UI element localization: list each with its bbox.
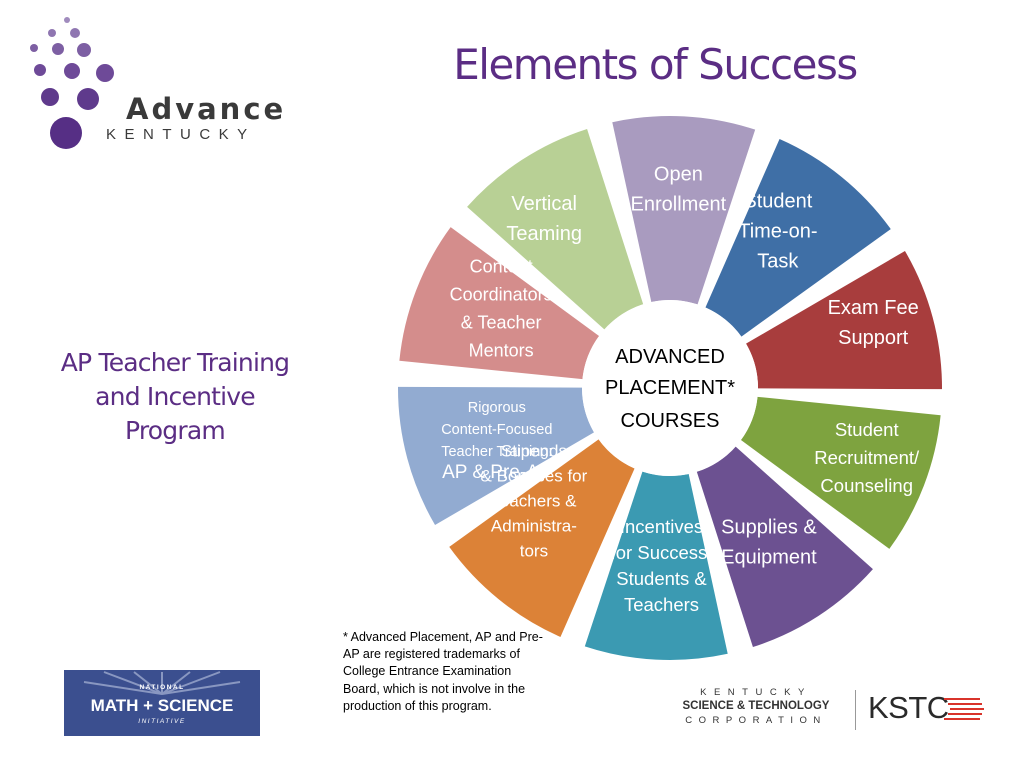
segment-label-student-time-on-task: Time-on- bbox=[738, 221, 817, 243]
segment-label-rigorous-teacher-training: Content-Focused bbox=[441, 422, 552, 438]
segment-vertical-teaming bbox=[467, 128, 644, 330]
segment-label-stipends-bonuses: Administra- bbox=[491, 517, 577, 536]
subtitle-line: and Incentive bbox=[95, 382, 256, 411]
kstc-divider bbox=[855, 690, 856, 730]
segment-label-stipends-bonuses: & Bonuses for bbox=[481, 467, 588, 486]
segment-label-vertical-teaming: Teaming bbox=[506, 223, 582, 245]
nmsi-initiative-text: INITIATIVE bbox=[138, 718, 186, 725]
segment-label-incentives-for-success: Students & bbox=[616, 568, 707, 589]
segment-label-content-coordinators: Content bbox=[470, 256, 533, 276]
segment-supplies-equipment bbox=[696, 446, 873, 648]
segment-content-coordinators bbox=[399, 227, 600, 380]
nmsi-main-text: MATH + SCIENCE bbox=[90, 696, 234, 715]
nmsi-national-text: NATIONAL bbox=[139, 684, 185, 691]
segment-label-student-time-on-task: Student bbox=[743, 191, 812, 213]
segment-label-stipends-bonuses: Teachers & bbox=[491, 492, 577, 511]
segment-label-incentives-for-success: Incentives bbox=[620, 516, 703, 537]
dot-pattern-icon bbox=[30, 17, 114, 149]
center-label-line: PLACEMENT* bbox=[605, 377, 735, 399]
segment-label-rigorous-teacher-training: AP & Pre-AP bbox=[442, 462, 551, 483]
segment-label-student-recruitment-counseling: Counseling bbox=[820, 475, 913, 496]
page-title: Elements of Success bbox=[453, 40, 858, 89]
segment-label-student-time-on-task: Task bbox=[757, 251, 799, 273]
segment-student-time-on-task bbox=[705, 139, 891, 337]
program-subtitle: AP Teacher Training and Incentive Progra… bbox=[30, 346, 320, 448]
segment-label-supplies-equipment: Equipment bbox=[721, 547, 817, 569]
sunburst-icon bbox=[83, 671, 241, 695]
center-label: ADVANCED PLACEMENT* COURSES bbox=[605, 346, 735, 432]
segment-label-supplies-equipment: Supplies & bbox=[721, 517, 817, 539]
kstc-abbreviation: KSTC bbox=[868, 690, 949, 725]
segment-label-open-enrollment: Enrollment bbox=[631, 193, 727, 215]
segment-rigorous-teacher-training bbox=[398, 386, 594, 526]
segment-label-content-coordinators: Mentors bbox=[469, 340, 534, 360]
advance-kentucky-logo: Advance KENTUCKY bbox=[0, 0, 283, 160]
segment-label-open-enrollment: Open bbox=[654, 163, 703, 185]
segment-label-vertical-teaming: Vertical bbox=[511, 193, 577, 215]
advance-wordmark: Advance bbox=[126, 92, 287, 126]
kstc-corporation-text: CORPORATION bbox=[685, 715, 827, 726]
segment-stipends-bonuses bbox=[449, 439, 635, 637]
segment-label-rigorous-teacher-training: Teacher Training: bbox=[441, 444, 552, 460]
segment-label-exam-fee-support: Support bbox=[838, 327, 908, 349]
segment-label-incentives-for-success: for Success: bbox=[611, 542, 713, 563]
center-label-line: COURSES bbox=[621, 410, 720, 432]
kstc-main-text: SCIENCE & TECHNOLOGY bbox=[682, 700, 830, 712]
segment-incentives-for-success bbox=[584, 471, 728, 660]
subtitle-line: AP Teacher Training bbox=[60, 348, 290, 377]
subtitle-line: Program bbox=[125, 416, 226, 445]
segment-exam-fee-support bbox=[746, 250, 942, 390]
segment-label-content-coordinators: Coordinators bbox=[450, 284, 553, 304]
segment-label-stipends-bonuses: tors bbox=[520, 542, 548, 561]
segment-label-stipends-bonuses: Stipends bbox=[501, 442, 567, 461]
trademark-footnote: * Advanced Placement, AP and Pre-AP are … bbox=[343, 630, 543, 713]
segment-label-content-coordinators: & Teacher bbox=[461, 312, 542, 332]
segment-label-student-recruitment-counseling: Recruitment/ bbox=[814, 447, 920, 468]
speed-lines-icon bbox=[944, 698, 984, 720]
segment-label-exam-fee-support: Exam Fee bbox=[828, 297, 919, 319]
kentucky-wordmark: KENTUCKY bbox=[106, 126, 256, 143]
segment-student-recruitment-counseling bbox=[740, 396, 941, 549]
segment-label-rigorous-teacher-training: Rigorous bbox=[468, 400, 526, 416]
segment-label-incentives-for-success: Teachers bbox=[624, 594, 699, 615]
nmsi-logo: NATIONAL MATH + SCIENCE INITIATIVE bbox=[64, 670, 260, 736]
segment-open-enrollment bbox=[612, 115, 756, 305]
center-label-line: ADVANCED bbox=[615, 346, 725, 368]
kstc-state-text: KENTUCKY bbox=[700, 687, 812, 698]
segment-label-student-recruitment-counseling: Student bbox=[835, 419, 899, 440]
center-circle bbox=[582, 300, 758, 476]
